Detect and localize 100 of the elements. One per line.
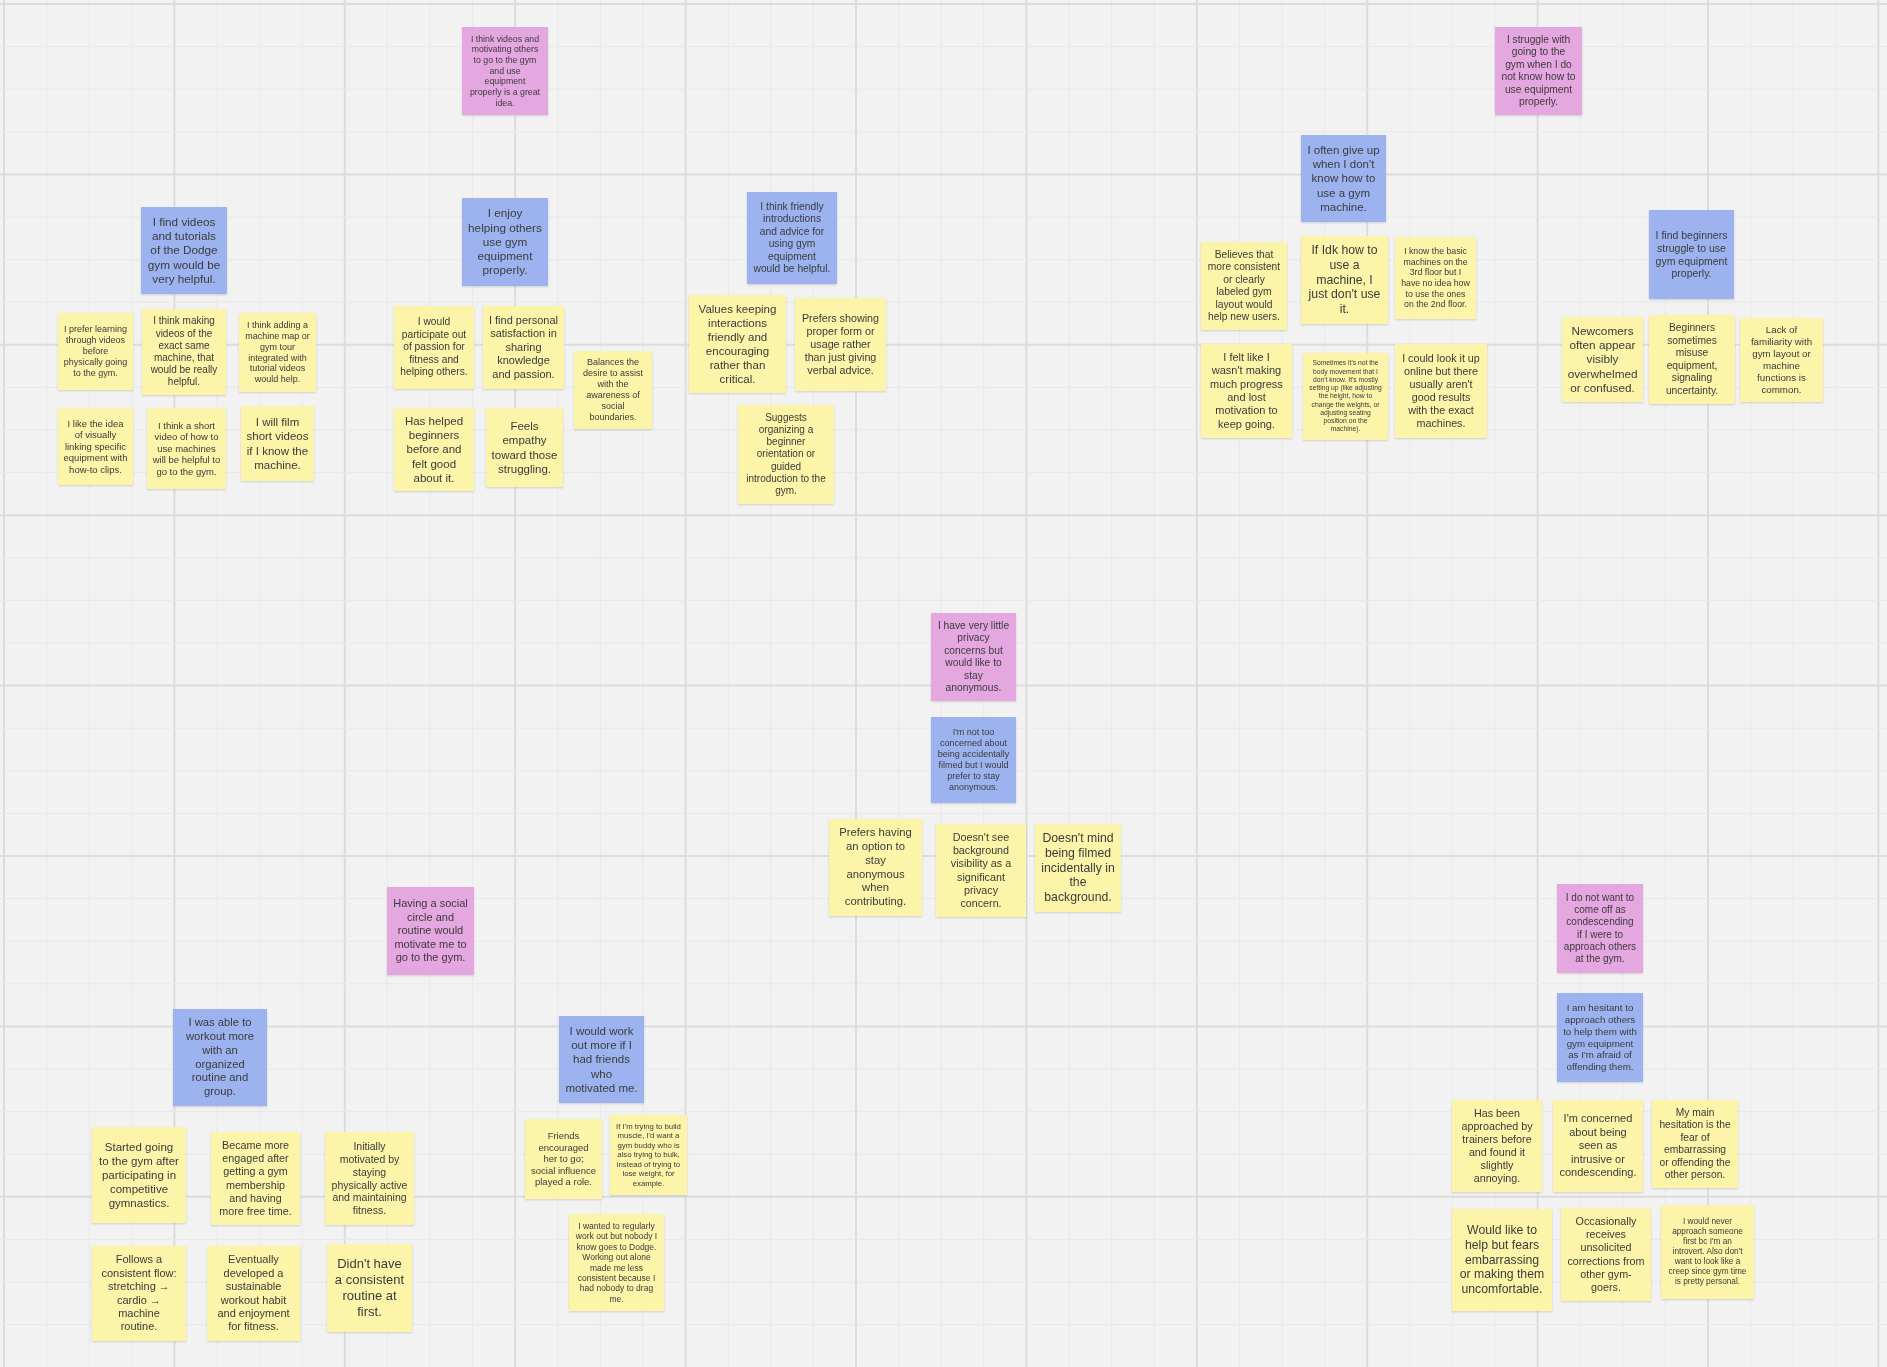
sticky-note bbox=[147, 408, 226, 489]
sticky-note bbox=[1395, 344, 1487, 438]
note-text: Suggests organizing a beginner orientation or guided introduction to the gym. bbox=[745, 411, 827, 498]
note-text: I prefer learning through videos before physically going to the gym. bbox=[63, 324, 128, 379]
sticky-note bbox=[1452, 1209, 1552, 1311]
note-text: Prefers showing proper form or usage rather than just giving verbal advice. bbox=[801, 311, 880, 378]
sticky-note bbox=[173, 1009, 267, 1106]
note-text: I find beginners struggle to use gym equipment properly. bbox=[1654, 228, 1729, 281]
sticky-note bbox=[738, 405, 834, 504]
note-text: I think friendly introductions and advice for using gym equipment would be helpful. bbox=[753, 200, 831, 276]
note-text: I'm concerned about being seen as intrusive or condescending. bbox=[1559, 1112, 1637, 1180]
sticky-note bbox=[569, 1214, 664, 1311]
note-text: Balances the desire to assist with the awareness of social boundaries. bbox=[581, 357, 644, 423]
sticky-note bbox=[1301, 236, 1388, 324]
sticky-note bbox=[92, 1246, 186, 1341]
note-text: Occasionally receives unsolicited corrections from other gym-goers. bbox=[1567, 1215, 1645, 1294]
note-text: I do not want to come off as condescending if I were to approach others at the gym. bbox=[1563, 891, 1637, 966]
sticky-note bbox=[141, 207, 227, 294]
note-text: Eventually developed a sustainable workout habit and enjoyment for fitness. bbox=[216, 1253, 291, 1334]
note-text: Started going to the gym after participating in competitive gymnastics. bbox=[98, 1139, 180, 1211]
note-text: Doesn't see background visibility as a significant privacy concern. bbox=[949, 831, 1013, 910]
sticky-note bbox=[1553, 1100, 1643, 1192]
sticky-note bbox=[1561, 1208, 1651, 1301]
sticky-note bbox=[325, 1132, 414, 1225]
note-text: Would like to help but fears embarrassing or making them uncomfortable. bbox=[1459, 1222, 1545, 1298]
sticky-note bbox=[1649, 315, 1735, 404]
sticky-note bbox=[239, 313, 316, 392]
note-text: I think making videos of the exact same machine, that would be really helpful. bbox=[149, 315, 219, 389]
sticky-note bbox=[1452, 1100, 1542, 1192]
sticky-note bbox=[1035, 824, 1121, 912]
note-text: I have very little privacy concerns but would like to stay anonymous. bbox=[936, 619, 1011, 695]
sticky-note bbox=[142, 309, 226, 395]
note-text: I like the idea of visually linking specific equipment with how-to clips. bbox=[63, 417, 128, 476]
note-text: I would work out more if I had friends who motivated me. bbox=[564, 1024, 639, 1095]
sticky-note bbox=[394, 306, 474, 389]
sticky-note bbox=[574, 351, 652, 429]
sticky-note bbox=[1303, 353, 1388, 440]
sticky-note bbox=[1562, 317, 1643, 402]
sticky-note bbox=[211, 1132, 300, 1225]
sticky-note bbox=[1557, 993, 1643, 1082]
note-text: I think a short video of how to use machines will be helpful to go to the gym. bbox=[152, 419, 221, 478]
note-text: Beginners sometimes misuse equipment, signaling uncertainty. bbox=[1664, 322, 1720, 397]
note-text: Feels empathy toward those struggling. bbox=[491, 419, 558, 476]
sticky-note bbox=[1201, 344, 1292, 438]
note-text: Didn't have a consistent routine at first. bbox=[333, 1256, 406, 1320]
sticky-note bbox=[92, 1127, 186, 1223]
note-text: I would never approach someone first bc I'm an introvert. Also don't want to look like a creep since gym time is pretty personal. bbox=[1667, 1216, 1748, 1288]
sticky-note bbox=[58, 408, 133, 485]
note-text: Follows a consistent flow: stretching → cardio → machine routine. bbox=[100, 1253, 178, 1334]
sticky-note bbox=[795, 298, 886, 391]
sticky-note bbox=[483, 306, 564, 389]
note-text: My main hesitation is the fear of embarrassing or offending the other person. bbox=[1658, 1106, 1732, 1182]
sticky-note bbox=[610, 1115, 687, 1195]
note-text: I think adding a machine map or gym tour integrated with tutorial videos would help. bbox=[244, 319, 311, 386]
note-text: Initially motivated by staying physically active and maintaining fitness. bbox=[331, 1140, 408, 1217]
sticky-note bbox=[241, 406, 314, 481]
sticky-note bbox=[1495, 27, 1582, 115]
note-text: Having a social circle and routine would motivate me to go to the gym. bbox=[393, 897, 468, 965]
note-text: Believes that more consistent or clearly labeled gym layout would help new users. bbox=[1207, 248, 1281, 324]
sticky-note bbox=[1740, 318, 1823, 402]
sticky-note bbox=[394, 408, 474, 491]
note-text: Became more engaged after getting a gym membership and having more free time. bbox=[218, 1139, 293, 1218]
note-text: I enjoy helping others use gym equipment properly. bbox=[468, 206, 542, 278]
note-text: Values keeping interactions friendly and encouraging rather than critical. bbox=[697, 301, 778, 387]
sticky-note bbox=[1201, 242, 1287, 330]
sticky-note bbox=[931, 613, 1016, 701]
sticky-note bbox=[559, 1016, 644, 1103]
note-text: Has helped beginners before and felt good about it. bbox=[403, 414, 465, 485]
sticky-note bbox=[931, 717, 1016, 803]
sticky-note bbox=[486, 408, 563, 487]
note-text: Has been approached by trainers before and found it slightly annoying. bbox=[1460, 1106, 1534, 1186]
note-text: I find personal satisfaction in sharing knowledge and passion. bbox=[488, 314, 559, 381]
note-text: I know the basic machines on the 3rd floor but I have no idea how to use the ones on the 2nd floor. bbox=[1400, 246, 1471, 310]
sticky-note bbox=[747, 192, 837, 284]
sticky-note bbox=[387, 887, 474, 975]
sticky-note bbox=[462, 27, 548, 115]
sticky-note bbox=[1557, 884, 1643, 973]
note-text: I often give up when I don't know how to use a gym machine. bbox=[1306, 143, 1381, 214]
sticky-note bbox=[58, 313, 133, 390]
note-text: I am hesitant to approach others to help them with gym equipment as I'm afraid of offending them. bbox=[1563, 1001, 1637, 1074]
sticky-note bbox=[327, 1244, 412, 1332]
note-text: Newcomers often appear visibly overwhelmed or confused. bbox=[1567, 323, 1638, 396]
note-text: I find videos and tutorials of the Dodge gym would be very helpful. bbox=[147, 214, 221, 287]
note-text: Doesn't mind being filmed incidentally in the background. bbox=[1041, 830, 1115, 906]
sticky-note bbox=[525, 1119, 602, 1199]
note-text: I struggle with going to the gym when I do not know how to use equipment properly. bbox=[1501, 33, 1576, 109]
note-text: I could look it up online but there usually aren't good results with the exact machines. bbox=[1401, 351, 1481, 431]
sticky-note bbox=[1301, 135, 1386, 222]
note-text: I felt like I wasn't making much progress and lost motivation to keep going. bbox=[1209, 350, 1284, 432]
note-text: I was able to workout more with an organized routine and group. bbox=[184, 1016, 256, 1099]
note-text: Friends encouraged her to go; social influence played a role. bbox=[530, 1130, 597, 1188]
note-text: If Idk how to use a machine, I just don't use it. bbox=[1307, 242, 1382, 318]
note-text: I will film short videos if I know the machine. bbox=[246, 415, 309, 472]
note-text: Prefers having an option to stay anonymous when contributing. bbox=[838, 826, 913, 909]
note-text: Lack of familiarity with gym layout or machine functions is common. bbox=[1749, 324, 1814, 396]
note-text: I would participate out of passion for fitness and helping others. bbox=[399, 316, 469, 379]
sticky-note bbox=[936, 824, 1026, 917]
sticky-note bbox=[1649, 210, 1734, 299]
note-text: I'm not too concerned about being accidentally filmed but I would prefer to stay anonymous. bbox=[936, 727, 1011, 793]
note-text: I think videos and motivating others to go to the gym and use equipment properly is a great idea. bbox=[468, 33, 541, 109]
